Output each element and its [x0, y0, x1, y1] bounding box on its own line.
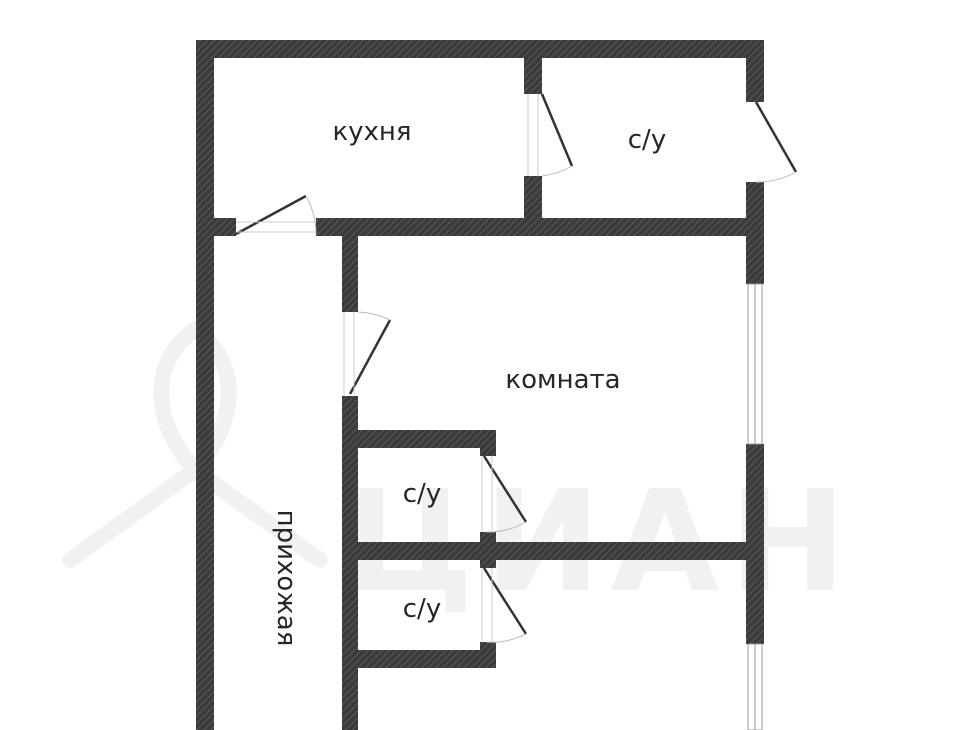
label-bath-top: с/у: [628, 125, 666, 155]
label-room: комната: [505, 365, 620, 395]
watermark-logo: [62, 320, 328, 568]
label-hallway: прихожая: [271, 510, 301, 647]
door-kitchen: [235, 194, 317, 236]
door-kitchen-bath: [527, 93, 574, 177]
door-bath-low: [481, 567, 528, 643]
walls: [196, 40, 764, 730]
doors: [235, 93, 798, 643]
label-bath-low: с/у: [403, 594, 441, 624]
door-bath-top: [754, 101, 798, 183]
label-bath-mid: с/у: [403, 479, 441, 509]
door-room: [343, 311, 392, 396]
door-bath-mid: [481, 455, 528, 533]
windows: [747, 283, 763, 730]
label-kitchen: кухня: [332, 117, 411, 147]
